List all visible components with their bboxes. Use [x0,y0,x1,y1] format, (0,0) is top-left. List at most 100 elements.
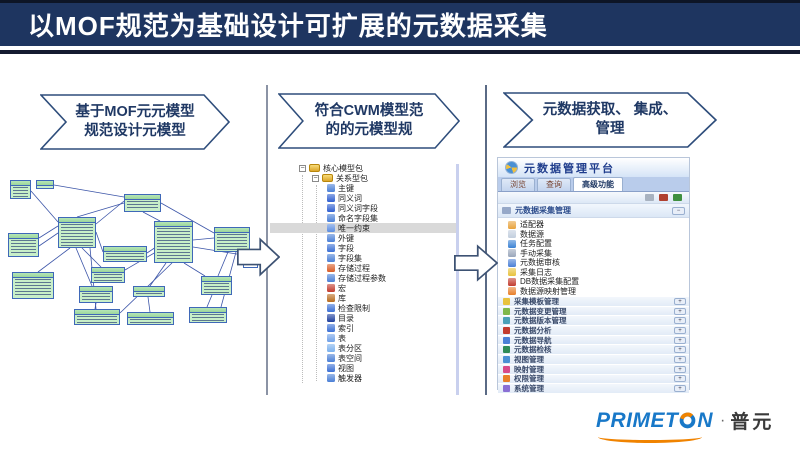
expand-button[interactable]: + [674,317,686,325]
section-icon [503,346,510,354]
panel-header[interactable]: 元数据采集管理 − [498,204,689,218]
brand-text-right: N [697,408,714,432]
tree-item[interactable]: 目录 [327,313,458,323]
tree-item[interactable]: 存储过程参数 [327,273,458,283]
tab-1[interactable]: 浏览 [501,178,535,191]
expand-button[interactable]: + [674,336,686,344]
accordion-section-row[interactable]: 元数据分析 + [498,325,689,335]
expand-button[interactable]: + [674,307,686,315]
tree-item[interactable]: 触发器 [327,373,458,383]
er-entity-rows [11,240,36,255]
app-tree-item[interactable]: 任务配置 [508,239,689,249]
step-3-line-2: 管理 [595,121,625,137]
er-entity-header [9,234,38,239]
tree-item[interactable]: 字段 [327,243,458,253]
app-tree-item[interactable]: 元数据审核 [508,258,689,268]
er-entity-header [104,247,146,252]
app-tree-item[interactable]: 适配器 [508,220,689,230]
toggle-icon[interactable] [645,194,654,201]
section-label: 元数据分析 [514,325,552,335]
tree-item[interactable]: 命名字段集 [327,213,458,223]
tree-item[interactable]: 索引 [327,323,458,333]
function-icon [508,268,516,277]
tree-item[interactable]: 视图 [327,363,458,373]
er-entity-box [189,307,227,323]
expand-button[interactable]: + [674,326,686,334]
accordion-section-row[interactable]: 系统管理+ [498,383,689,393]
app-tree-item-label: 数据源映射管理 [520,286,576,296]
expand-button[interactable]: + [674,375,686,383]
tree-item[interactable]: 存储过程 [327,263,458,273]
section-label: 元数据导航 [514,335,552,345]
panel-icon [502,207,511,214]
accordion-section-row[interactable]: 视图管理+ [498,354,689,364]
accordion-section-row[interactable]: 映射管理+ [498,363,689,374]
er-entity-box [36,180,54,189]
expand-button[interactable]: + [674,355,686,363]
expand-button[interactable]: + [674,297,686,305]
export-icon[interactable] [673,194,682,201]
accordion-section-row[interactable]: 元数据导航 + [498,334,689,345]
tree-item-label: 表空间 [338,353,362,363]
app-tree-item[interactable]: 手动采集 [508,249,689,259]
collapse-expander-icon[interactable]: − [312,174,319,182]
app-tree-item[interactable]: 数据源映射管理 [508,287,689,297]
tree-item[interactable]: 库 [327,293,458,303]
expand-button[interactable]: + [674,385,686,393]
tree-subroot-row[interactable]: − 关系型包 [312,173,458,183]
tree-item-label: 表分区 [338,343,362,353]
tab-3[interactable]: 高级功能 [573,177,623,191]
expand-button[interactable]: + [674,365,686,373]
function-icon [508,239,516,248]
tree-item[interactable]: 宏 [327,283,458,293]
tree-item-label: 表 [338,333,346,343]
tree-item[interactable]: 主键 [327,183,458,193]
tree-item[interactable]: 外键 [327,233,458,243]
tree-item[interactable]: 同义词字段 [327,203,458,213]
tree-item[interactable]: 检查限制 [327,303,458,313]
tree-item-label: 同义词 [338,193,362,203]
tree-item-label: 检查限制 [338,303,370,313]
partition-icon [327,344,335,352]
brand-swoosh-icon [598,431,702,443]
tree-root-row[interactable]: − 核心模型包 [299,163,458,173]
tree-item[interactable]: 唯一约束 [270,223,458,233]
tree-item-label: 触发器 [338,373,362,383]
check-icon [327,304,335,312]
tree-guide-line [316,185,317,381]
er-entity-box [214,227,250,252]
column-icon [327,244,335,252]
tab-2[interactable]: 查询 [537,178,571,191]
accordion-section-row[interactable]: 元数据版本管理 + [498,315,689,325]
accordion-section-row[interactable]: 采集模板管理+ [498,296,689,306]
import-icon[interactable] [659,194,668,201]
tree-item[interactable]: 表分区 [327,343,458,353]
app-tree-item[interactable]: 采集日志 [508,268,689,278]
tree-item[interactable]: 表 [327,333,458,343]
section-icon [503,365,510,373]
chevron-outline-icon [503,92,717,148]
er-entity-rows [130,319,171,323]
er-entity-header [59,218,95,223]
accordion-section-row[interactable]: 元数据检核+ [498,344,689,354]
tree-item-label: 索引 [338,323,354,333]
tree-item[interactable]: 字段集 [327,253,458,263]
app-tree-item[interactable]: DB数据采集配置 [508,277,689,287]
package-icon [309,164,320,172]
tree-item[interactable]: 表空间 [327,353,458,363]
er-entity-box [103,246,147,262]
collapse-button[interactable]: − [672,206,685,215]
app-tree-item-label: 任务配置 [520,239,552,249]
app-tree-item[interactable]: 数据源 [508,230,689,240]
database-icon [327,294,335,302]
section-label: 元数据版本管理 [514,316,567,326]
accordion-section-row[interactable]: 元数据变更管理+ [498,305,689,316]
tree-item[interactable]: 同义词 [327,193,458,203]
accordion-section-row[interactable]: 权限管理+ [498,373,689,383]
collapse-expander-icon[interactable]: − [299,164,306,172]
tree-panel-edge [456,164,459,395]
app-tree-item-label: 手动采集 [520,248,552,258]
key-icon [327,234,335,242]
expand-button[interactable]: + [674,346,686,354]
column-divider-1 [266,85,268,395]
